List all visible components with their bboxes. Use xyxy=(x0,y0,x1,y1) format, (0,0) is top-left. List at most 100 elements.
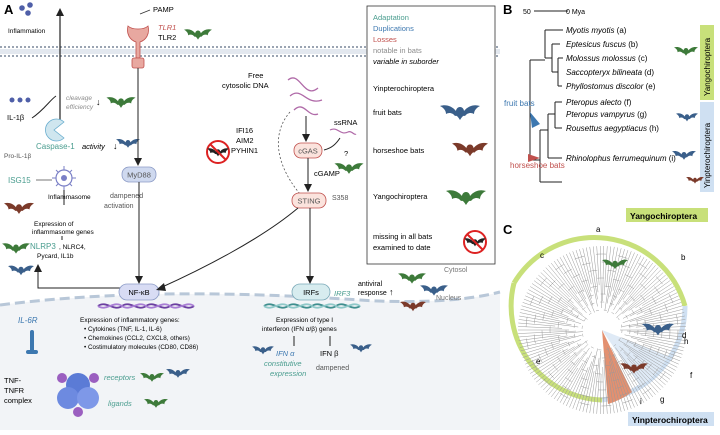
panel-b-label: B xyxy=(503,2,512,17)
ligands-label: ligands xyxy=(108,399,132,408)
tree-branch xyxy=(606,246,612,288)
up-arrow-antiviral: ↑ xyxy=(389,287,394,297)
tree-branch xyxy=(616,274,666,318)
legend-fruit: fruit bats xyxy=(373,108,402,117)
circle-tip-f: f xyxy=(690,371,693,380)
tlr-receptor-icon xyxy=(127,25,149,69)
tree-branch xyxy=(617,258,648,305)
tree-branch xyxy=(627,341,679,365)
cytosol-label: Cytosol xyxy=(444,267,468,274)
il1b-arrow xyxy=(31,95,57,119)
caspase-pacman xyxy=(45,118,65,142)
free-dna-label-1: Free xyxy=(248,71,263,80)
tree-branch xyxy=(643,298,681,314)
tree-branch xyxy=(566,253,585,293)
nlrc4-label: , NLRC4, xyxy=(59,244,86,251)
efficiency-label: efficiency xyxy=(66,104,94,111)
tree-branch xyxy=(638,350,676,371)
expr-infl-label: Expression of inflammatory genes: xyxy=(80,317,180,324)
arrowhead xyxy=(156,283,166,291)
tree-branch xyxy=(608,375,615,414)
tree-arc xyxy=(573,301,631,359)
irfs-node xyxy=(291,283,331,301)
cytosolic-dna-icon xyxy=(287,77,323,116)
tree-branch xyxy=(618,253,638,295)
tree-branch xyxy=(530,346,575,374)
tree-branch xyxy=(609,361,622,412)
tree-branch xyxy=(618,339,674,374)
tree-branch xyxy=(545,267,587,314)
yango-bat-icon xyxy=(674,46,698,56)
ssrna-to-cgas-arrow xyxy=(323,137,341,151)
tree-branch xyxy=(592,357,600,414)
yango-circle-label: Yangochiroptera xyxy=(630,211,697,221)
tree-branch xyxy=(628,262,653,296)
no-bat-icon xyxy=(206,140,230,164)
tree-branch xyxy=(589,364,598,414)
tree-branch xyxy=(586,371,595,413)
tree-branch xyxy=(522,302,575,321)
tree-branch xyxy=(518,335,561,341)
dna-to-sensors-dotted xyxy=(278,111,301,195)
antiviral-label: antiviral xyxy=(358,281,383,288)
arrowhead xyxy=(304,184,312,192)
tree-arc xyxy=(565,293,639,367)
tree-branch xyxy=(643,344,682,358)
tree-branch xyxy=(551,352,585,398)
tree-branch xyxy=(628,280,671,311)
tree-branch xyxy=(533,280,588,320)
cytokine-dot xyxy=(27,2,33,8)
tree-branch xyxy=(579,249,592,292)
question-mark: ? xyxy=(344,149,348,158)
tlr2-label: TLR2 xyxy=(158,33,176,42)
tree-branch xyxy=(531,283,568,308)
expr-inf-1: Expression of xyxy=(34,221,74,228)
bullet-chemokines: • Chemokines (CCL2, CXCL8, others) xyxy=(84,335,190,342)
constitutive-label: constitutive xyxy=(264,359,302,368)
tree-branch xyxy=(559,257,589,306)
tree-branch xyxy=(642,286,674,306)
circle-tip-d: d xyxy=(682,331,686,340)
legend-box xyxy=(366,5,496,265)
tree-branch xyxy=(519,312,565,323)
pamp-pointer xyxy=(139,9,151,15)
fruit-bats-tree-label: fruit bats xyxy=(504,99,535,108)
il1b-dot xyxy=(9,97,15,103)
expr-inf-2: inflammasome genes xyxy=(32,229,95,236)
tree-branch xyxy=(518,322,556,327)
activation-label: activation xyxy=(104,203,134,210)
tree-branch xyxy=(640,334,686,341)
tree-branch xyxy=(518,330,577,334)
yinpt-band xyxy=(700,102,714,192)
species-label: Molossus molossus (c) xyxy=(566,54,648,63)
pycard-label: Pycard, IL1b xyxy=(37,253,74,260)
tree-branch xyxy=(569,373,585,408)
tree-branch xyxy=(572,367,589,409)
pamp-label: PAMP xyxy=(153,5,174,14)
tree-branch xyxy=(623,255,642,290)
tree-branch xyxy=(526,350,561,368)
tree-branch xyxy=(528,348,568,371)
tree-branch xyxy=(609,368,618,413)
tree-branch xyxy=(633,354,668,383)
tree-branch xyxy=(621,337,681,362)
tree-branch xyxy=(622,277,668,315)
tree-branch xyxy=(608,354,625,411)
species-label: Myotis myotis (a) xyxy=(566,26,627,35)
yango-band xyxy=(700,25,714,100)
tree-branch xyxy=(615,265,656,314)
tree-branch xyxy=(556,258,591,313)
tree-branch xyxy=(548,265,584,308)
response-label: response xyxy=(358,290,387,297)
tree-arc xyxy=(533,261,671,399)
tree-branch xyxy=(633,345,678,368)
tree-branch xyxy=(531,343,582,377)
tree-branch xyxy=(599,246,602,309)
yinpt-circle-label: Yinpterochiroptera xyxy=(632,415,708,425)
legend-missing-2: examined to date xyxy=(373,243,431,252)
tree-branch xyxy=(630,337,684,352)
tree-branch xyxy=(540,272,574,304)
tree-branch xyxy=(622,289,676,319)
arrowhead xyxy=(306,276,314,284)
